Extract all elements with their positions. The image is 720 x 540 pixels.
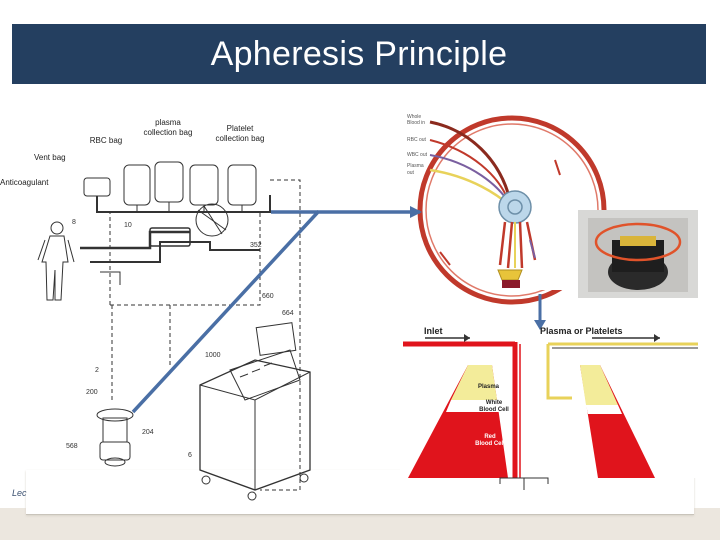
label-red-blood-cell: Red Blood Cell (475, 434, 505, 447)
label-inlet: Inlet (424, 326, 443, 336)
legend-whole-blood: Whole (407, 114, 421, 120)
title-bar: Apheresis Principle (12, 24, 706, 84)
callout-568: 568 (66, 443, 78, 450)
label-white-blood-cell: White Blood Cell (479, 400, 509, 413)
callout-6: 6 (188, 452, 192, 459)
vent-bag-icon (83, 177, 111, 197)
bag-3-icon (189, 164, 219, 212)
label-anticoagulant: Anticoagulant (0, 178, 49, 187)
label-rbc-bag: RBC bag (89, 136, 123, 145)
legend-rbc-out: RBC out (407, 137, 427, 143)
legend-plasma-out-2: out (407, 170, 415, 176)
callout-352: 352 (250, 242, 262, 249)
donor-figure-icon (37, 221, 75, 301)
legend-wbc-out: WBC out (407, 152, 428, 158)
centrifuge-unit-icon (96, 408, 134, 467)
rotor-photo (578, 210, 698, 298)
callout-200: 200 (86, 389, 98, 396)
plasma-bag-icon (154, 161, 184, 212)
label-plasma-or-platelets: Plasma or Platelets (540, 326, 623, 336)
callout-8: 8 (72, 219, 76, 226)
platelet-bag-icon (227, 164, 257, 212)
callout-204: 204 (142, 429, 154, 436)
legend-plasma-out: Plasma (407, 163, 424, 169)
rbc-bag-icon (123, 164, 151, 212)
flow-arrows (131, 206, 546, 414)
legend-whole-blood-2: Blood in (407, 120, 425, 126)
callout-660: 660 (262, 293, 274, 300)
rotor-ring-diagram (417, 115, 607, 305)
label-plasma-layer: Plasma (478, 384, 500, 390)
label-platelet-collection-bag: Platelet collection bag (215, 124, 265, 143)
label-vent-bag: Vent bag (34, 153, 66, 162)
callout-10: 10 (124, 222, 132, 229)
apheresis-machine-icon (199, 322, 311, 501)
label-plasma-collection-bag: plasma collection bag (143, 118, 193, 137)
separation-channel-diagram (400, 318, 700, 490)
callout-664: 664 (282, 310, 294, 317)
footer-text: Lec (12, 488, 27, 498)
callout-2: 2 (95, 367, 99, 374)
callout-1000: 1000 (205, 352, 221, 359)
slide-title: Apheresis Principle (210, 34, 508, 73)
